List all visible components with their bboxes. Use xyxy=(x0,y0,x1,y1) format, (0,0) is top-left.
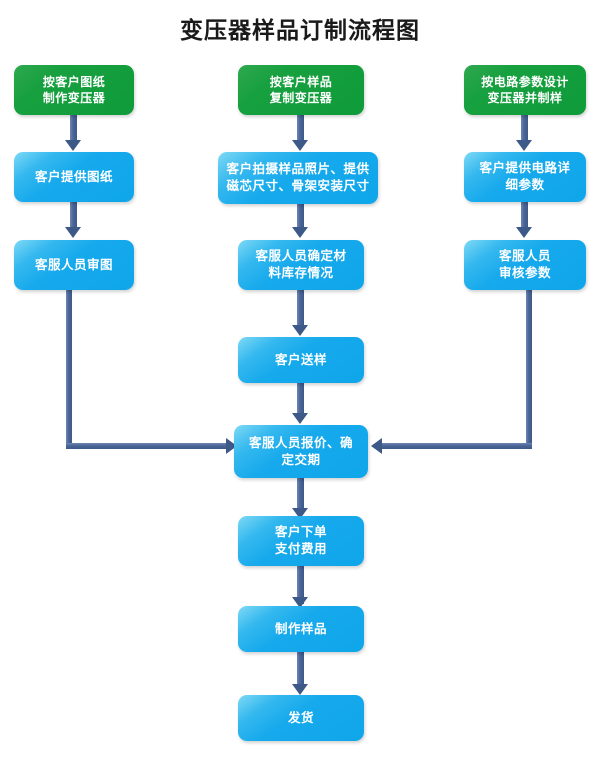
node-left-step-1-text: 客户提供图纸 xyxy=(30,169,118,186)
node-left-header[interactable]: 按客户图纸 制作变压器 xyxy=(14,65,134,115)
connector-right-step1-to-step2 xyxy=(521,202,528,232)
connector-center-step2-to-step3 xyxy=(297,290,304,330)
node-right-step-2-line1: 客服人员 xyxy=(498,248,551,264)
connector-quote-to-order xyxy=(297,478,304,514)
node-center-step-3[interactable]: 客户送样 xyxy=(238,337,364,383)
node-center-step-2-text: 客服人员确定材 料库存情况 xyxy=(250,248,351,282)
node-right-step-2-text: 客服人员 审核参数 xyxy=(494,248,556,282)
node-left-step-2-text: 客服人员审图 xyxy=(30,257,118,274)
arrowhead-right-step1-to-step2 xyxy=(516,227,532,238)
node-center-step-3-line1: 客户送样 xyxy=(274,351,327,367)
arrowhead-right-header-to-step1 xyxy=(516,140,532,151)
node-center-header[interactable]: 按客户样品 复制变压器 xyxy=(238,65,364,115)
arrowhead-order-to-produce xyxy=(292,597,308,608)
node-center-header-line1: 按客户样品 xyxy=(269,74,333,89)
node-left-header-text: 按客户图纸 制作变压器 xyxy=(38,74,111,106)
node-center-step-2-line1: 客服人员确定材 xyxy=(255,248,347,264)
arrowhead-right-into-quote xyxy=(371,438,382,454)
connector-right-elbow-horizontal xyxy=(382,443,532,449)
connector-produce-to-ship xyxy=(297,652,304,690)
node-right-step-1[interactable]: 客户提供电路详 细参数 xyxy=(464,152,586,202)
node-right-header-text: 按电路参数设计 变压器并制样 xyxy=(476,74,574,106)
node-left-header-line1: 按客户图纸 xyxy=(42,74,106,89)
node-center-step-1-text: 客户拍摄样品照片、提供 磁芯尺寸、骨架安装尺寸 xyxy=(221,161,374,195)
node-left-step-1-line1: 客户提供图纸 xyxy=(34,168,113,184)
node-right-step-2[interactable]: 客服人员 审核参数 xyxy=(464,240,586,290)
node-trunk-order[interactable]: 客户下单 支付费用 xyxy=(238,516,364,566)
node-center-header-line2: 复制变压器 xyxy=(269,91,333,105)
connector-left-step1-to-step2 xyxy=(70,202,77,232)
node-left-step-2-line1: 客服人员审图 xyxy=(34,256,113,272)
node-right-step-1-line1: 客户提供电路详 xyxy=(479,160,571,176)
arrowhead-left-header-to-step1 xyxy=(65,140,81,151)
node-center-step-1-line1: 客户拍摄样品照片、提供 xyxy=(226,161,370,177)
arrowhead-center-step2-to-step3 xyxy=(292,325,308,336)
node-trunk-order-line1: 客户下单 xyxy=(274,524,327,540)
arrowhead-left-step1-to-step2 xyxy=(65,227,81,238)
node-trunk-quote-text: 客服人员报价、确 定交期 xyxy=(244,435,358,469)
node-left-step-1[interactable]: 客户提供图纸 xyxy=(14,152,134,202)
connector-center-step1-to-step2 xyxy=(297,204,304,232)
connector-order-to-produce xyxy=(297,566,304,604)
connector-left-elbow-horizontal xyxy=(66,443,229,449)
node-right-header[interactable]: 按电路参数设计 变压器并制样 xyxy=(464,65,586,115)
node-trunk-produce-text: 制作样品 xyxy=(270,621,332,638)
node-trunk-ship-line1: 发货 xyxy=(287,709,314,725)
arrowhead-center-step3-to-quote xyxy=(292,413,308,424)
connector-left-header-to-step1 xyxy=(70,115,77,145)
node-center-step-1-line2: 磁芯尺寸、骨架安装尺寸 xyxy=(226,178,370,193)
node-right-step-2-line2: 审核参数 xyxy=(498,265,551,280)
arrowhead-center-step1-to-step2 xyxy=(292,227,308,238)
connector-right-elbow-vertical xyxy=(526,290,532,449)
node-trunk-order-line2: 支付费用 xyxy=(274,541,327,556)
arrowhead-quote-to-order xyxy=(292,508,308,519)
node-right-header-line2: 变压器并制样 xyxy=(487,91,563,105)
node-trunk-quote-line1: 客服人员报价、确 xyxy=(248,434,353,450)
node-trunk-quote[interactable]: 客服人员报价、确 定交期 xyxy=(234,425,368,478)
node-right-step-1-line2: 细参数 xyxy=(505,177,545,192)
connector-center-step3-to-quote xyxy=(297,383,304,419)
node-right-header-line1: 按电路参数设计 xyxy=(481,74,569,89)
node-trunk-order-text: 客户下单 支付费用 xyxy=(270,524,332,558)
connector-center-header-to-step1 xyxy=(297,115,304,145)
node-left-header-line2: 制作变压器 xyxy=(42,91,106,105)
node-trunk-ship[interactable]: 发货 xyxy=(238,695,364,741)
node-trunk-produce[interactable]: 制作样品 xyxy=(238,606,364,652)
node-trunk-quote-line2: 定交期 xyxy=(281,451,321,467)
node-center-step-1[interactable]: 客户拍摄样品照片、提供 磁芯尺寸、骨架安装尺寸 xyxy=(218,152,378,204)
arrowhead-center-header-to-step1 xyxy=(292,140,308,151)
arrowhead-produce-to-ship xyxy=(292,684,308,695)
node-left-step-2[interactable]: 客服人员审图 xyxy=(14,240,134,290)
connector-right-header-to-step1 xyxy=(521,115,528,145)
page-title: 变压器样品订制流程图 xyxy=(180,17,420,44)
connector-left-elbow-vertical xyxy=(66,290,72,449)
node-center-step-3-text: 客户送样 xyxy=(270,352,332,369)
node-center-step-2[interactable]: 客服人员确定材 料库存情况 xyxy=(238,240,364,290)
arrowhead-left-into-quote xyxy=(226,438,237,454)
node-center-step-2-line2: 料库存情况 xyxy=(268,265,334,280)
node-trunk-ship-text: 发货 xyxy=(283,710,319,727)
node-center-header-text: 按客户样品 复制变压器 xyxy=(265,74,338,106)
node-trunk-produce-line1: 制作样品 xyxy=(274,620,327,636)
node-right-step-1-text: 客户提供电路详 细参数 xyxy=(474,160,575,194)
